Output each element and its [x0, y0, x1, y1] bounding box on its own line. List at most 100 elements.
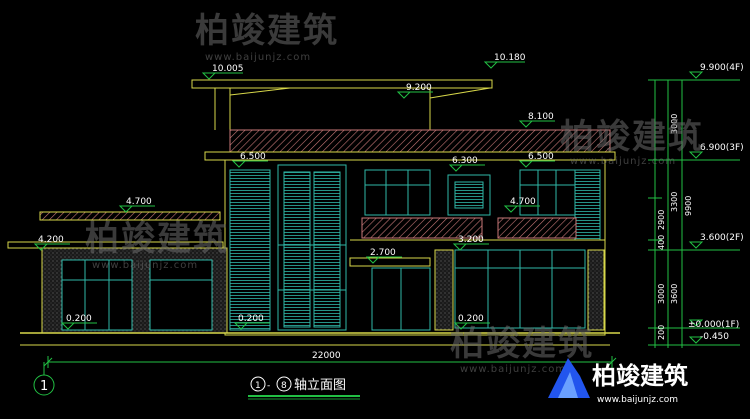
- title-axis-end: 8: [281, 381, 287, 391]
- vertical-dimension-labels: 2900 3300 400 3000 3600 200 9900 3000 9.…: [657, 63, 744, 342]
- upper-window-left: [364, 169, 431, 216]
- right-marker-3f: [688, 151, 704, 159]
- axis-bubble: [33, 374, 55, 396]
- right-marker-2f: [688, 241, 704, 249]
- brand-logo-text: 柏竣建筑: [592, 362, 688, 390]
- dim-3000-top: 3000: [670, 114, 679, 134]
- brand-logo: 柏竣建筑 www.baijunjz.com: [548, 358, 688, 405]
- drawing-title: 1 - 8 轴立面图: [248, 376, 360, 400]
- dim-3600: 3600: [670, 284, 679, 304]
- watermark-top-brand: 柏竣建筑: [195, 11, 339, 51]
- title-axis-start-circle: [250, 376, 266, 392]
- total-dim-slash-left: [43, 357, 53, 367]
- watermark-left-url: www.baijunjz.com: [92, 260, 198, 271]
- title-separator: -: [267, 381, 270, 391]
- label-4700-l: 4.700: [126, 197, 152, 207]
- label-6300: 6.300: [452, 156, 478, 166]
- level-marker-6300: [448, 164, 485, 172]
- level-marker-9200: [396, 91, 433, 99]
- tower-louver-right: [313, 171, 341, 328]
- level-marker-4700-l: [118, 205, 155, 213]
- elevation-labels: 10.005 10.180 9.200 8.100 6.500 6.300 6.…: [38, 53, 554, 324]
- watermark-top-url: www.baijunjz.com: [205, 52, 311, 63]
- dim-2900: 2900: [657, 210, 666, 230]
- dim-9900: 9900: [684, 196, 693, 216]
- label-0200-b: 0.200: [238, 314, 264, 324]
- label-0200-c: 0.200: [458, 314, 484, 324]
- balcony-railing-left: [361, 217, 483, 239]
- total-width-label: 22000: [312, 351, 341, 361]
- level-marker-0200-b: [233, 322, 270, 330]
- main-wall: [224, 159, 606, 336]
- entrance-canopy: [349, 257, 431, 267]
- label-9200: 9.200: [406, 83, 432, 93]
- level-marker-4700-r: [503, 205, 540, 213]
- label-6500-r: 6.500: [528, 152, 554, 162]
- label-2700: 2.700: [370, 248, 396, 258]
- brand-logo-mark-inner: [558, 372, 578, 398]
- left-wing-window: [61, 259, 133, 331]
- watermarks: 柏竣建筑 www.baijunjz.com 柏竣建筑 www.baijunjz.…: [85, 11, 704, 375]
- label-4200: 4.200: [38, 235, 64, 245]
- level-marker-2700: [365, 256, 402, 264]
- level-marker-10005: [201, 72, 243, 80]
- level-marker-8100: [518, 120, 555, 128]
- stone-pier-far-right: [587, 249, 605, 331]
- label-4700-r: 4.700: [510, 197, 536, 207]
- right-marker-1f: [688, 319, 704, 327]
- dim-3000: 3000: [657, 284, 666, 304]
- watermark-left-brand: 柏竣建筑: [85, 219, 229, 259]
- right-level-roof: 9.900(4F): [700, 63, 744, 73]
- level-marker-4200: [33, 243, 70, 251]
- tower-louver-left: [283, 171, 311, 328]
- vertical-dimension-chain: [648, 71, 740, 348]
- left-wing-roof: [39, 211, 221, 221]
- watermark-right-brand: 柏竣建筑: [560, 117, 704, 157]
- upper-right-louver: [574, 169, 601, 241]
- right-level-1f: ±0.000(1F): [688, 320, 739, 330]
- right-level-ground: -0.450: [700, 332, 729, 342]
- dim-3300: 3300: [670, 192, 679, 212]
- level-marker-6500-r: [518, 160, 555, 168]
- top-roof-slab: [191, 79, 493, 89]
- stone-pier-right: [434, 249, 454, 331]
- upper-window-right: [519, 169, 576, 216]
- label-3200: 3.200: [458, 235, 484, 245]
- dim-400: 400: [657, 235, 666, 250]
- building-elevation: [7, 79, 620, 346]
- left-wing-window2: [149, 259, 213, 331]
- dim-200: 200: [657, 325, 666, 340]
- upper-window-mid: [447, 174, 491, 216]
- axis-bubble-label: 1: [40, 379, 48, 394]
- title-axis-end-circle: [276, 376, 292, 392]
- horizontal-dimension: [33, 356, 617, 396]
- level-marker-3200: [452, 243, 489, 251]
- third-floor-railing: [229, 129, 611, 153]
- label-10005: 10.005: [212, 64, 244, 74]
- total-dim-slash-right: [607, 357, 617, 367]
- level-marker-0200-a: [60, 322, 97, 330]
- level-marker-6500-l: [231, 160, 268, 168]
- label-0200-a: 0.200: [66, 314, 92, 324]
- title-axis-start: 1: [255, 381, 261, 391]
- balcony-railing-right: [497, 217, 577, 239]
- right-level-2f: 3.600(2F): [700, 233, 744, 243]
- title-text: 轴立面图: [294, 378, 346, 393]
- roof-upper-wall: [229, 87, 431, 130]
- right-marker-roof: [688, 71, 704, 79]
- left-louver-panel: [229, 169, 271, 331]
- roof-sloped-line: [429, 87, 491, 99]
- watermark-bottom-url: www.baijunjz.com: [460, 364, 566, 375]
- brand-logo-url: www.baijunjz.com: [597, 395, 678, 405]
- label-10180: 10.180: [494, 53, 526, 63]
- label-6500-l: 6.500: [240, 152, 266, 162]
- elevation-markers: [33, 61, 555, 330]
- watermark-bottom-brand: 柏竣建筑: [450, 324, 594, 364]
- level-marker-0200-c: [453, 322, 490, 330]
- level-marker-10180: [483, 61, 525, 69]
- right-level-3f: 6.900(3F): [700, 143, 744, 153]
- right-marker-ground: [688, 336, 704, 344]
- label-8100: 8.100: [528, 112, 554, 122]
